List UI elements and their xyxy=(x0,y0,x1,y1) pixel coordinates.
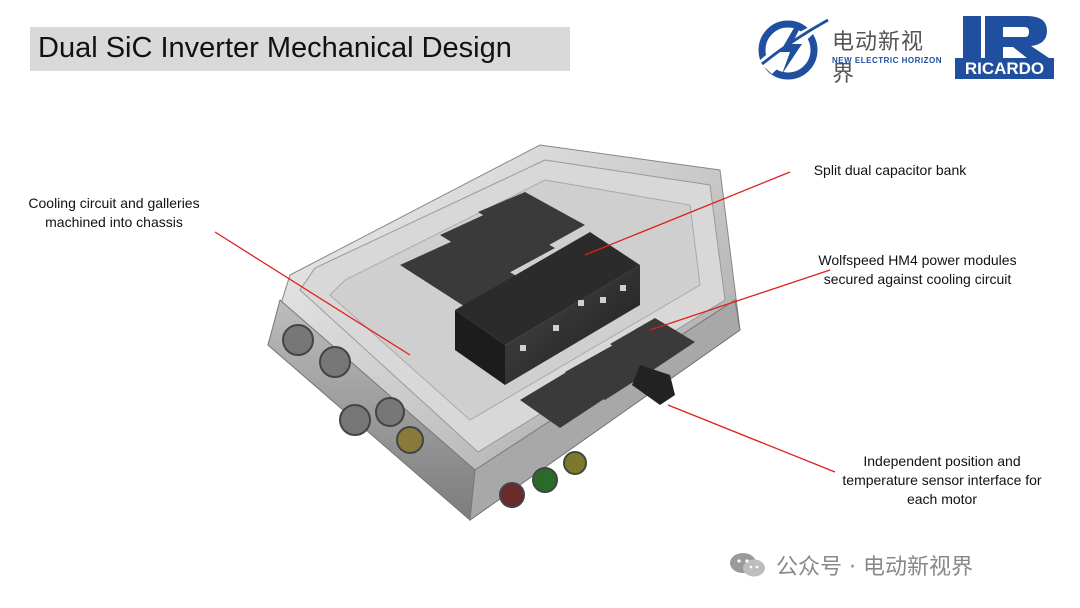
wechat-icon xyxy=(730,553,765,577)
sensor-connector xyxy=(632,365,675,405)
callout-capacitor: Split dual capacitor bank xyxy=(813,162,967,178)
callout-wolfspeed: Wolfspeed HM4 power modules secured agai… xyxy=(818,252,1017,287)
ricardo-r-mark xyxy=(955,14,1054,58)
leader-lines xyxy=(214,171,836,473)
ricardo-logo: RICARDO xyxy=(955,14,1054,79)
power-modules-bottom xyxy=(520,318,695,428)
title-bar: Dual SiC Inverter Mechanical Design xyxy=(30,27,570,71)
logo-en-text: NEW ELECTRIC HORIZON xyxy=(832,56,942,65)
new-electric-horizon-logo: 电动新视界 NEW ELECTRIC HORIZON xyxy=(752,14,942,87)
lightning-globe-icon xyxy=(758,18,830,80)
ricardo-wordmark: RICARDO xyxy=(955,58,1054,79)
callout-cooling: Cooling circuit and galleries machined i… xyxy=(28,195,200,230)
footer-watermark: 公众号 · 电动新视界 xyxy=(776,555,973,580)
capacitor-bank xyxy=(455,232,640,385)
connectors xyxy=(282,324,587,508)
logo-cn-text: 电动新视界 xyxy=(832,30,925,87)
callout-sensor: Independent position and temperature sen… xyxy=(842,453,1042,507)
page-title: Dual SiC Inverter Mechanical Design xyxy=(38,32,512,64)
